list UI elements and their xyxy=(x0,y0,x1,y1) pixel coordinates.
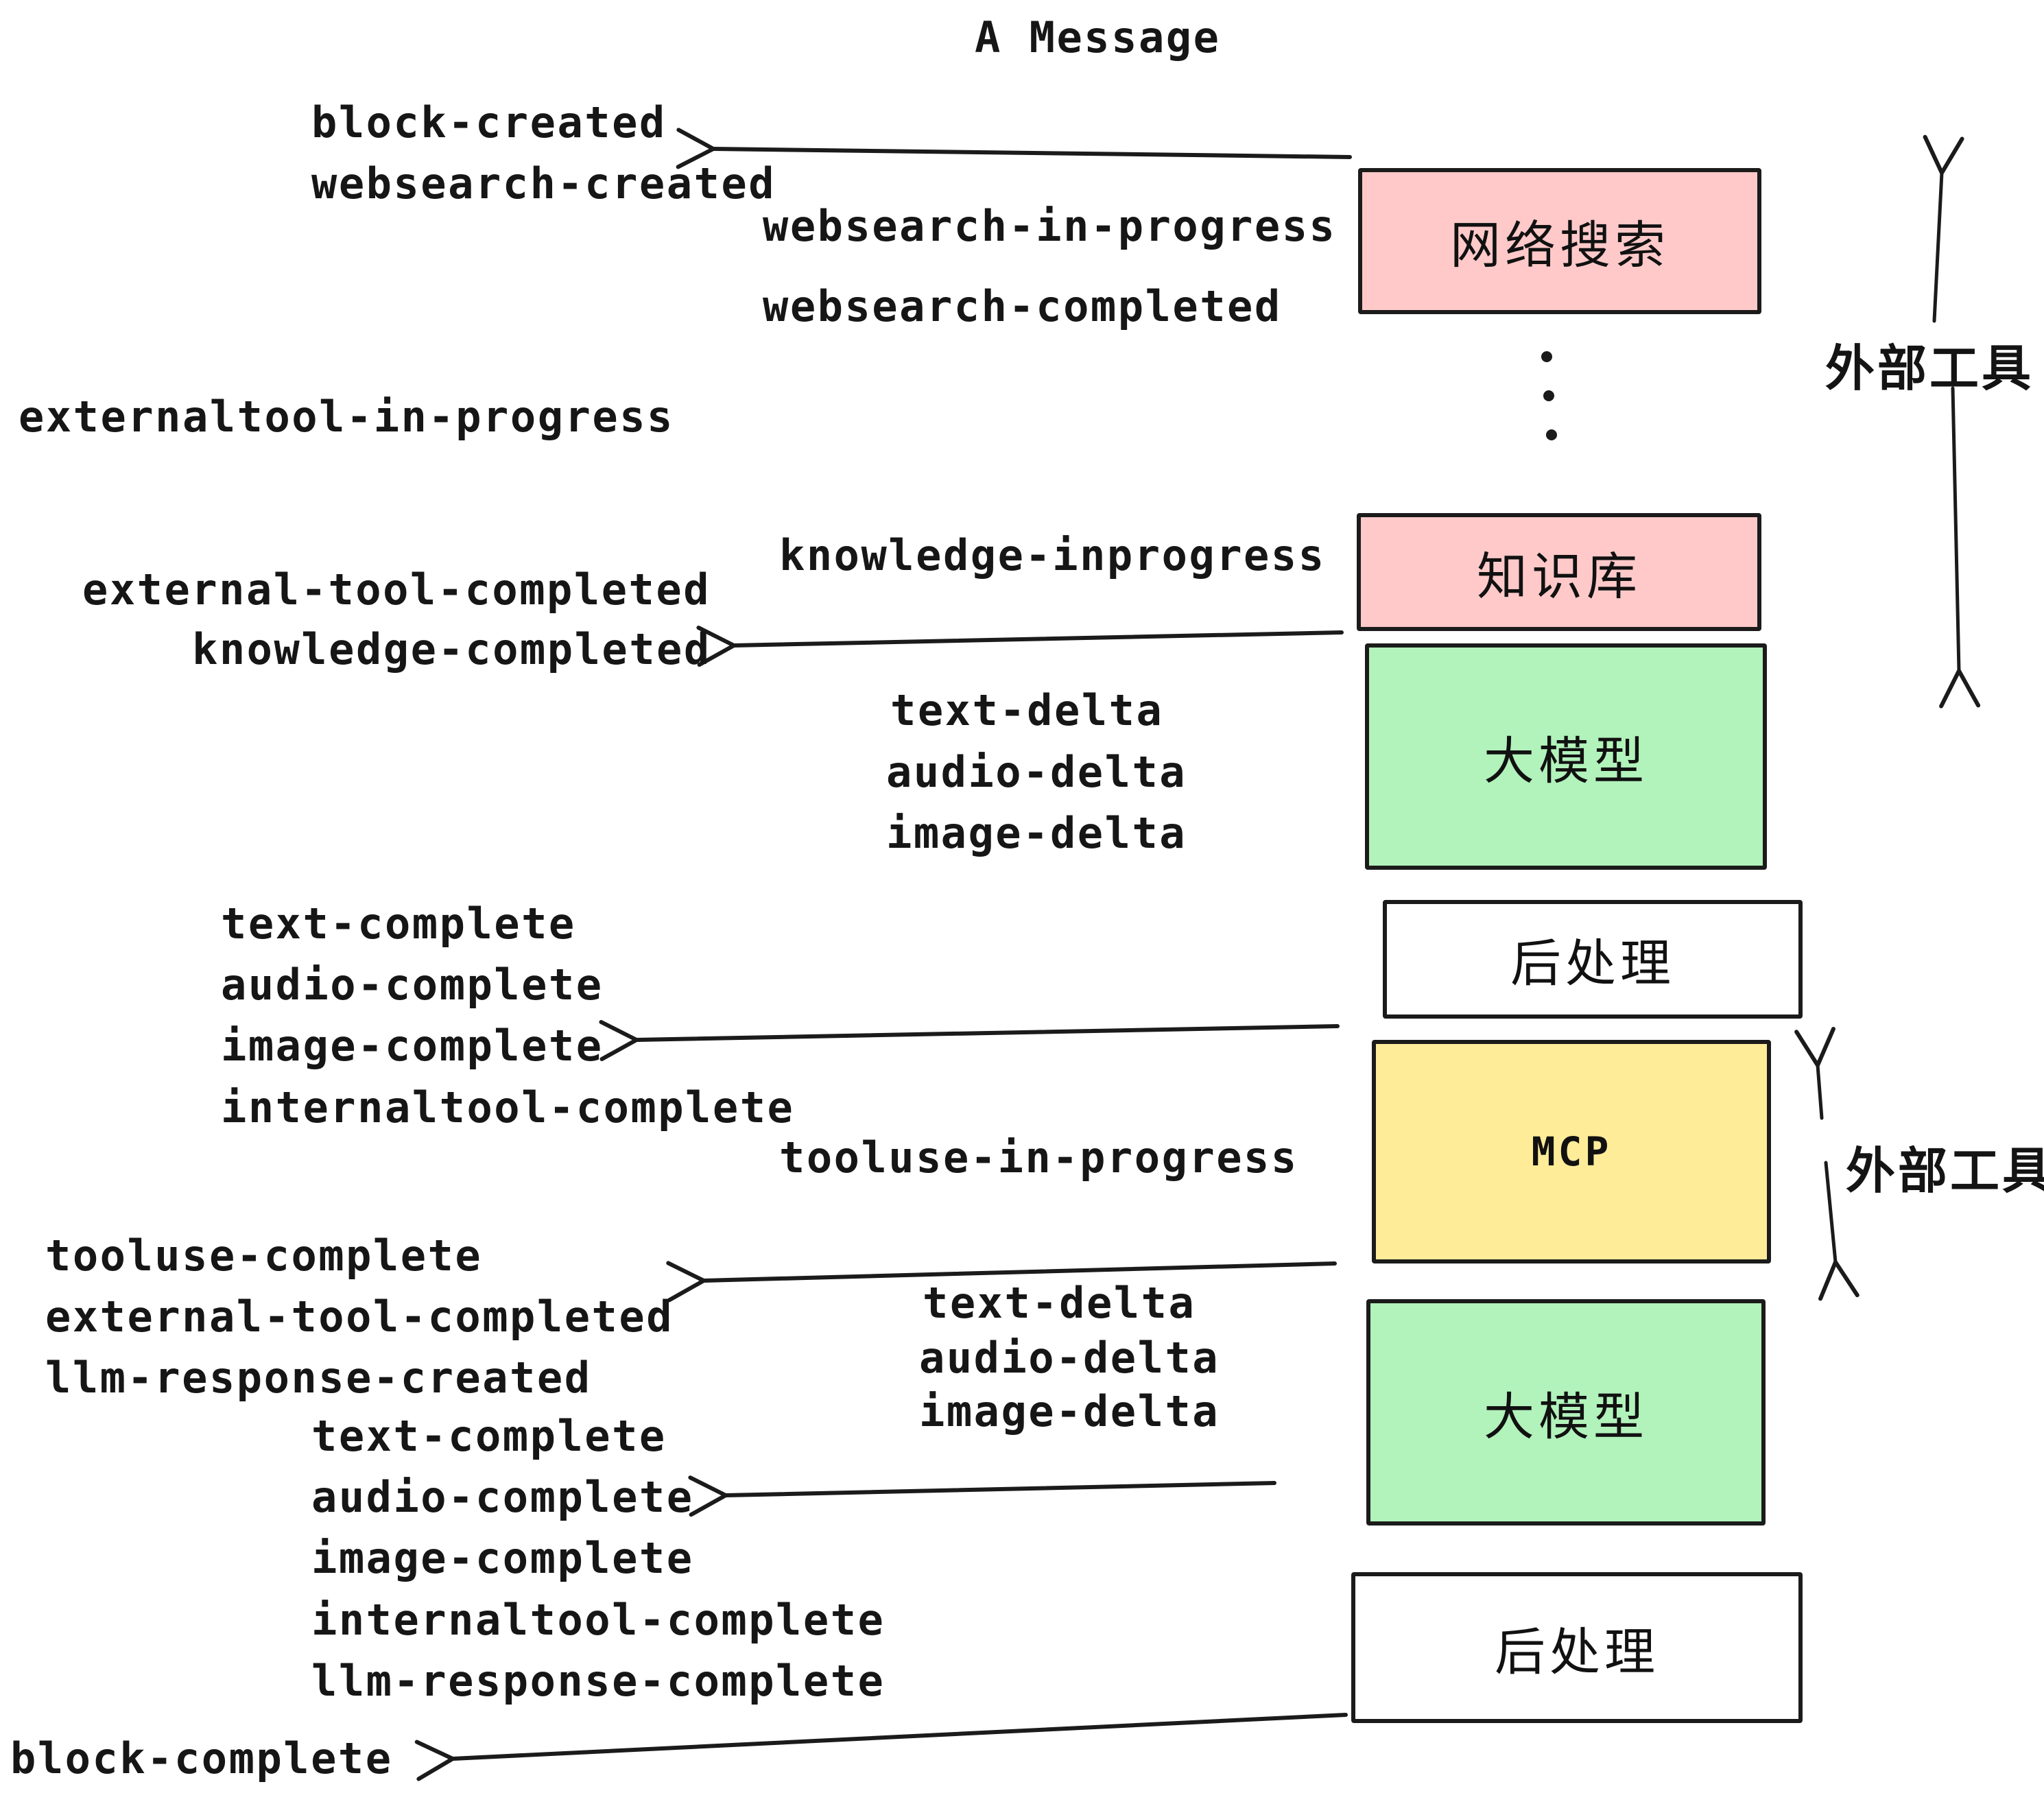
event-text-complete-1: text-complete xyxy=(221,899,576,949)
event-externaltool-in-progress: externaltool-in-progress xyxy=(19,392,674,442)
event-image-complete-1: image-complete xyxy=(221,1021,604,1071)
event-websearch-in-progress: websearch-in-progress xyxy=(763,201,1337,251)
box-post-bottom-label: 后处理 xyxy=(1495,1623,1659,1681)
event-block-complete: block-complete xyxy=(10,1733,393,1783)
event-text-delta-1: text-delta xyxy=(890,685,1164,735)
box-mcp: MCP xyxy=(1372,1040,1771,1263)
external-tools-top-down-arrow xyxy=(1939,386,1981,709)
arrow-block-complete xyxy=(414,1713,1348,1781)
box-post-top: 后处理 xyxy=(1383,900,1803,1019)
event-internaltool-complete-1: internaltool-complete xyxy=(221,1082,795,1132)
box-knowledge-label: 知识库 xyxy=(1477,547,1641,605)
box-websearch: 网络搜索 xyxy=(1358,168,1761,314)
event-internaltool-complete-2: internaltool-complete xyxy=(311,1595,886,1645)
event-image-delta-1: image-delta xyxy=(886,808,1187,858)
arrow-websearch-created xyxy=(676,128,1352,169)
arrow-knowledge-completed xyxy=(696,626,1344,667)
box-knowledge: 知识库 xyxy=(1357,513,1761,631)
vertical-ellipsis-dots xyxy=(1541,351,1557,440)
event-text-complete-2: text-complete xyxy=(311,1411,667,1461)
box-llm-top: 大模型 xyxy=(1365,643,1767,870)
external-tools-bottom-down-arrow xyxy=(1818,1161,1859,1301)
event-websearch-created: websearch-created xyxy=(311,158,776,209)
event-external-tool-completed-2: external-tool-completed xyxy=(45,1292,674,1342)
box-post-top-label: 后处理 xyxy=(1510,935,1675,992)
event-audio-complete-2: audio-complete xyxy=(311,1472,694,1522)
event-audio-delta-1: audio-delta xyxy=(886,747,1187,797)
box-llm-bottom: 大模型 xyxy=(1366,1299,1766,1526)
box-llm-top-label: 大模型 xyxy=(1484,732,1648,790)
box-mcp-label: MCP xyxy=(1531,1128,1612,1175)
external-tools-bottom-label: 外部工具 xyxy=(1846,1144,2044,1199)
external-tools-top-label: 外部工具 xyxy=(1825,342,2034,396)
event-tooluse-in-progress: tooluse-in-progress xyxy=(779,1132,1298,1183)
event-audio-complete-1: audio-complete xyxy=(221,960,604,1010)
arrow-internal-complete xyxy=(599,1020,1340,1061)
event-audio-delta-2: audio-delta xyxy=(919,1333,1220,1383)
event-image-delta-2: image-delta xyxy=(919,1386,1220,1436)
box-llm-bottom-label: 大模型 xyxy=(1484,1388,1648,1445)
event-block-created: block-created xyxy=(311,97,667,147)
arrow-llm-complete xyxy=(688,1475,1276,1517)
event-external-tool-completed: external-tool-completed xyxy=(82,565,711,615)
event-tooluse-complete: tooluse-complete xyxy=(45,1231,483,1281)
event-knowledge-inprogress: knowledge-inprogress xyxy=(779,530,1326,580)
box-websearch-label: 网络搜索 xyxy=(1450,217,1669,274)
external-tools-top-up-arrow xyxy=(1923,134,1964,323)
event-websearch-completed: websearch-completed xyxy=(763,281,1282,331)
event-knowledge-completed: knowledge-completed xyxy=(192,624,711,674)
event-llm-response-created: llm-response-created xyxy=(45,1353,592,1403)
diagram-title: A Message xyxy=(975,12,1221,62)
event-llm-response-complete: llm-response-complete xyxy=(311,1656,886,1706)
event-image-complete-2: image-complete xyxy=(311,1533,694,1583)
box-post-bottom: 后处理 xyxy=(1351,1572,1803,1723)
event-text-delta-2: text-delta xyxy=(923,1278,1196,1328)
external-tools-bottom-up-arrow xyxy=(1794,1027,1835,1120)
